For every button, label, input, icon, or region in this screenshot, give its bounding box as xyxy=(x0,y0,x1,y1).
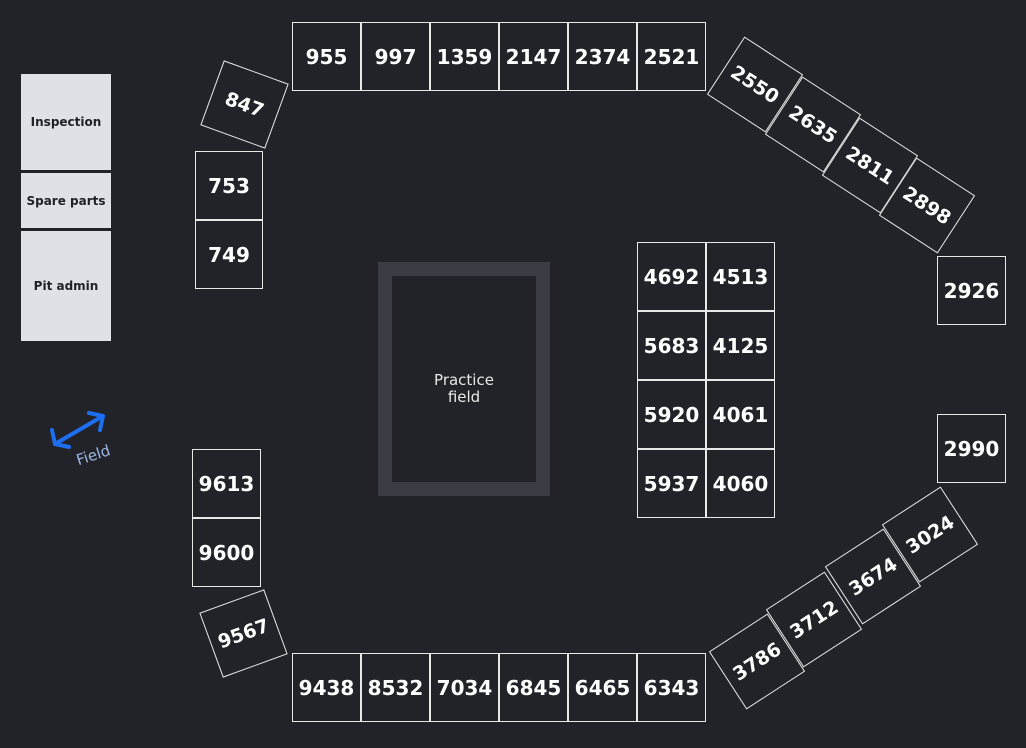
pit-left-upper-2[interactable]: 749 xyxy=(195,220,263,289)
pit-left-upper-1[interactable]: 753 xyxy=(195,151,263,220)
pit-right-lower[interactable]: 2990 xyxy=(937,414,1006,483)
pit-center-r3-c1[interactable]: 5920 xyxy=(637,380,706,449)
pit-top-left-angled[interactable]: 847 xyxy=(200,60,289,149)
pit-center-r1-c2[interactable]: 4513 xyxy=(706,242,775,311)
double-arrow-icon xyxy=(50,411,105,449)
practice-field-label-line2: field xyxy=(447,388,481,406)
sidebar-item-spare-parts[interactable]: Spare parts xyxy=(21,173,111,228)
pit-left-lower-2[interactable]: 9600 xyxy=(192,518,261,587)
pit-center-r1-c1[interactable]: 4692 xyxy=(637,242,706,311)
pit-bottom-left-angled[interactable]: 9567 xyxy=(199,589,288,678)
pit-top-3[interactable]: 1359 xyxy=(430,22,499,91)
pit-center-r4-c1[interactable]: 5937 xyxy=(637,449,706,518)
practice-field: Practice field xyxy=(378,262,550,496)
pit-top-4[interactable]: 2147 xyxy=(499,22,568,91)
pit-center-r3-c2[interactable]: 4061 xyxy=(706,380,775,449)
pit-bottom-1[interactable]: 9438 xyxy=(292,653,361,722)
pit-right-upper[interactable]: 2926 xyxy=(937,256,1006,325)
pit-bottom-6[interactable]: 6343 xyxy=(637,653,706,722)
pit-left-lower-1[interactable]: 9613 xyxy=(192,449,261,518)
pit-top-1[interactable]: 955 xyxy=(292,22,361,91)
pit-center-r4-c2[interactable]: 4060 xyxy=(706,449,775,518)
pit-center-r2-c1[interactable]: 5683 xyxy=(637,311,706,380)
pit-top-2[interactable]: 997 xyxy=(361,22,430,91)
pit-bottom-2[interactable]: 8532 xyxy=(361,653,430,722)
pit-bottom-5[interactable]: 6465 xyxy=(568,653,637,722)
pit-bottom-3[interactable]: 7034 xyxy=(430,653,499,722)
pit-center-r2-c2[interactable]: 4125 xyxy=(706,311,775,380)
pit-top-5[interactable]: 2374 xyxy=(568,22,637,91)
pit-bottom-4[interactable]: 6845 xyxy=(499,653,568,722)
pit-top-6[interactable]: 2521 xyxy=(637,22,706,91)
sidebar-item-inspection[interactable]: Inspection xyxy=(21,74,111,170)
practice-field-label-line1: Practice xyxy=(434,371,494,389)
sidebar-item-pit-admin[interactable]: Pit admin xyxy=(21,231,111,341)
